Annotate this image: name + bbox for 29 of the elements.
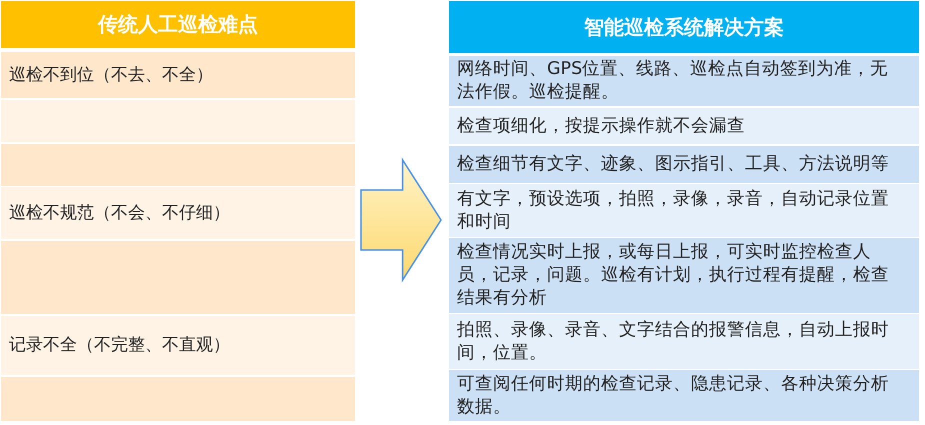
- table-panel: [449, 1, 919, 421]
- table-row: [449, 238, 919, 313]
- table-header: 智能巡检系统解决方案: [449, 1, 919, 53]
- row-text: 有文字，预设选项，拍照，录像，录音，自动记录位置和时间: [457, 188, 890, 234]
- table-row: [449, 56, 919, 106]
- empty-row: [1, 241, 355, 314]
- row-text: 检查项细化，按提示操作就不会漏查: [457, 114, 745, 138]
- row-text: 拍照、录像、录音、文字结合的报警信息，自动上报时间，位置。: [457, 318, 890, 364]
- table-row: [449, 184, 919, 237]
- table-panel: [1, 1, 355, 421]
- row-text: 检查细节有文字、迹象、图示指引、工具、方法说明等: [457, 153, 889, 176]
- row-text: 可查阅任何时期的检查记录、隐患记录、各种决策分析数据。: [457, 372, 890, 418]
- row-text: 巡检不规范（不会、不仔细）: [9, 202, 230, 224]
- empty-row: [1, 144, 355, 186]
- row-text: 检查情况实时上报，或每日上报，可实时监控检查人员，记录，问题。巡检有计划，执行过程有提醒，检查结果有分析: [457, 241, 890, 310]
- table-row: [449, 146, 919, 183]
- row-text: 网络时间、GPS位置、线路、巡检点自动签到为准，无法作假。巡检提醒。: [457, 58, 890, 104]
- row-text: 巡检不到位（不去、不全）: [9, 64, 213, 86]
- table-row: [449, 314, 919, 369]
- block-arrow: [360, 157, 442, 283]
- empty-row: [1, 377, 355, 421]
- table-header: 传统人工巡检难点: [1, 1, 355, 48]
- empty-row: [1, 100, 355, 142]
- table-row: [1, 52, 355, 98]
- table-row: [1, 316, 355, 375]
- table-row: [449, 370, 919, 421]
- table-row: [1, 187, 355, 239]
- table-row: [449, 108, 919, 144]
- row-text: 记录不全（不完整、不直观）: [9, 334, 230, 357]
